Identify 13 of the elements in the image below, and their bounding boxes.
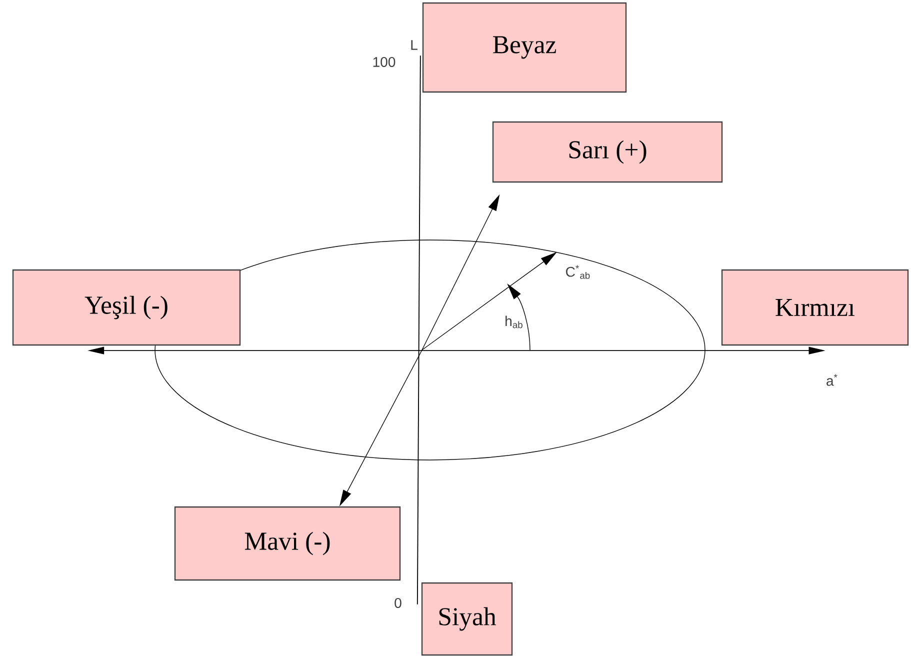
color-box: Sarı (+) <box>492 121 723 183</box>
lightness-axis <box>416 55 421 605</box>
color-box: Kırmızı <box>721 269 909 346</box>
tick-label: 100 <box>373 57 396 67</box>
color-box: Yeşil (-) <box>12 269 241 346</box>
color-box: Beyaz <box>422 2 627 93</box>
axis-label: L <box>411 40 418 50</box>
tick-label: 0 <box>394 598 402 608</box>
color-box: Siyah <box>421 582 513 656</box>
axis-label: a$^{*}$ <box>826 374 838 386</box>
angle-label: h$_{ab}$ <box>506 316 522 328</box>
axis-label: C$^{*}$ab <box>566 265 590 279</box>
color-box: Mavi (-) <box>174 506 401 581</box>
